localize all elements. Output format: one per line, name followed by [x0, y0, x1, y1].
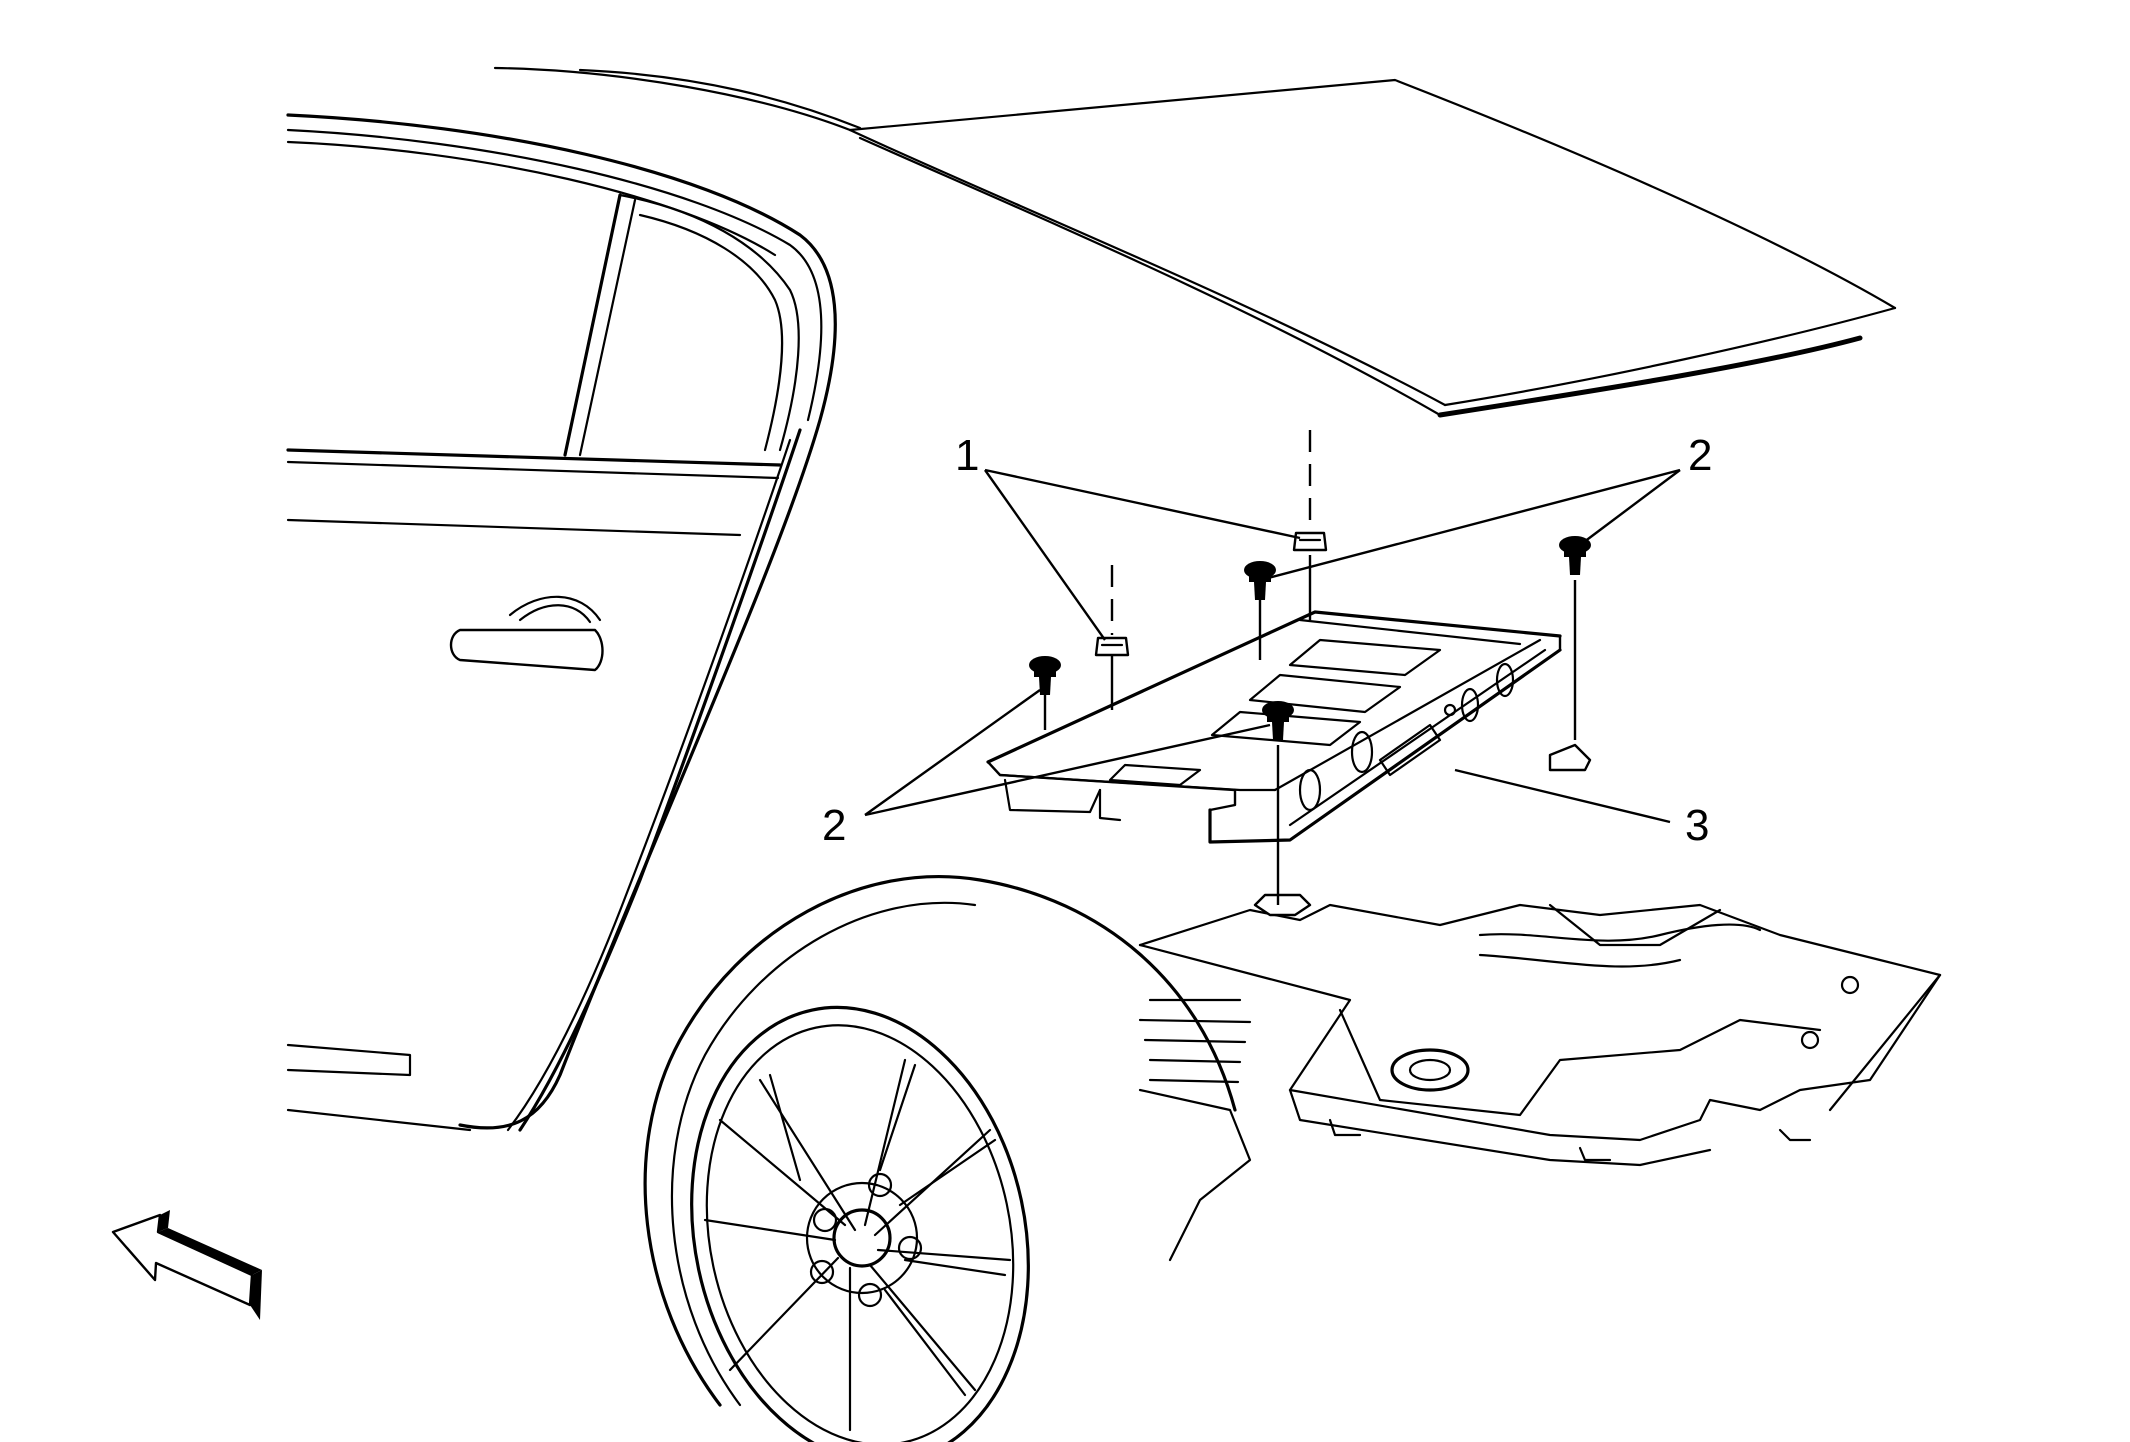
- mount-bracket: [986, 610, 1592, 844]
- fasteners: [1029, 531, 1591, 740]
- roof-and-rear-window: [493, 66, 1897, 418]
- nut-icon: [1094, 636, 1130, 657]
- suspension-spring: [1138, 998, 1252, 1262]
- callout-leaders: [864, 468, 1681, 824]
- callout-2-bottom: 2: [822, 801, 846, 850]
- nut-icon: [1292, 531, 1328, 552]
- bolt-icon: [1244, 561, 1276, 600]
- callout-labels: 1 2 2 3: [822, 431, 1712, 850]
- callout-2-top: 2: [1688, 431, 1712, 480]
- bolt-icon: [1029, 656, 1061, 695]
- rear-door: [286, 113, 837, 1132]
- rear-wheel-and-tire: [643, 875, 1237, 1442]
- wheel-spokes: [703, 1058, 1012, 1432]
- bolt-icon: [1559, 536, 1591, 575]
- front-direction-arrow-icon: [111, 1210, 262, 1320]
- callout-1: 1: [955, 431, 979, 480]
- floor-pan: [1138, 893, 1942, 1167]
- bolt-icon: [1262, 701, 1294, 740]
- callout-3: 3: [1685, 801, 1709, 850]
